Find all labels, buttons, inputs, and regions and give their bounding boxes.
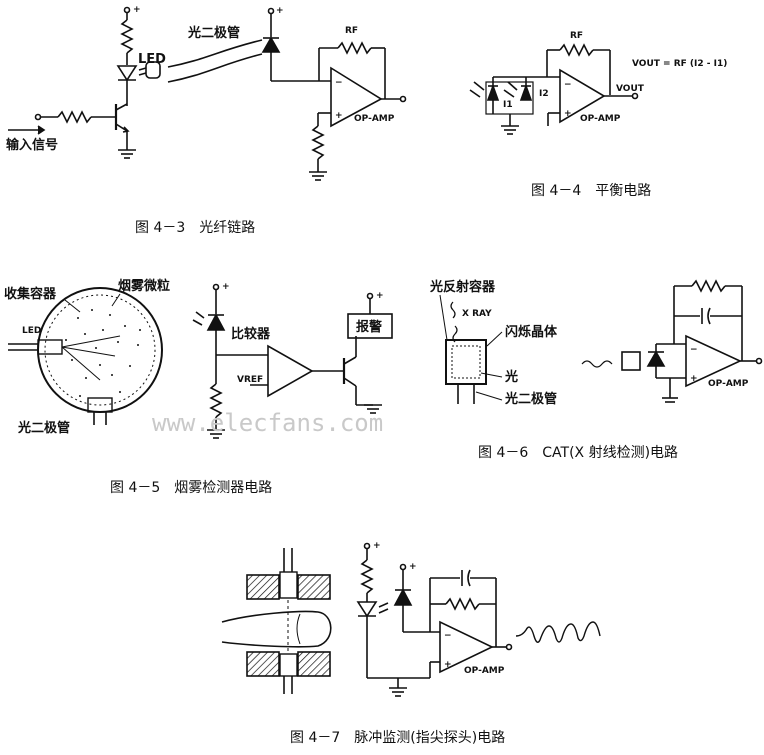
transistor-icon [114,103,130,133]
rf-label: RF [345,26,358,36]
opamp-icon [559,68,606,124]
photodiode-label: 光二极管 [17,420,70,436]
fingertip [221,610,332,648]
capacitor-icon [461,569,471,587]
ground-icon [118,149,136,159]
collection-chamber [37,287,163,413]
resistor-icon [311,125,325,160]
plus-sign: + [133,5,141,15]
fig-4-7-caption: 图 4－7 脉冲监测(指尖探头)电路 [290,730,505,746]
led-label: LED [138,52,166,67]
photodiode-label: 光二极管 [187,25,240,41]
resistor-icon [360,559,374,594]
resistor-icon [337,41,372,55]
plus-sign: + [276,6,284,16]
light-label: 光 [504,369,518,385]
transistor-icon [342,356,357,387]
opamp-label: OP-AMP [464,666,505,676]
opamp-label: OP-AMP [580,114,621,124]
vout-label: VOUT [616,84,645,94]
opamp-icon [439,620,494,674]
fig-4-4-caption: 图 4－4 平衡电路 [531,183,651,199]
reflector-label: 光反射容器 [429,279,496,295]
photodiode-icon [192,311,226,331]
photodiode-icon [503,81,533,101]
i2-label: I2 [539,89,549,99]
fig-4-3-caption: 图 4－3 光纤链路 [135,220,255,236]
i1-label: I1 [503,100,513,110]
plus-sign: + [373,541,381,551]
ground-icon [662,397,678,403]
led-icon [356,601,389,618]
ground-icon [389,687,407,697]
fig-4-5-caption: 图 4－5 烟雾检测器电路 [110,480,272,496]
opamp-icon [330,66,383,128]
watermark: www.elecfans.com [152,409,383,437]
minus-sign: − [690,345,698,355]
scintillator-box [445,339,487,385]
resistor-icon [57,110,92,124]
ground-icon [501,125,519,135]
minus-sign: − [335,78,343,88]
comparator-label: 比较器 [231,326,271,342]
container-label: 收集容器 [4,286,57,302]
plus-sign: + [409,562,417,572]
rf-label: RF [570,31,583,41]
fig-4-7-pulse-monitor: + + − + [221,541,601,697]
resistor-icon [120,19,134,54]
capacitor-icon [701,307,711,325]
plus-sign: + [444,660,452,670]
photodiode-icon [261,36,281,53]
plus-sign: + [690,374,698,384]
resistor-icon [559,43,594,57]
xray-label: X RAY [462,309,492,319]
ground-icon [309,171,327,181]
alarm-label: 报警 [356,319,382,335]
fig-4-6-caption: 图 4－6 CAT(X 射线检测)电路 [478,445,678,461]
vref-label: VREF [237,375,263,385]
vout-formula: VOUT = RF (I2 - I1) [632,59,727,69]
photodiode-label: 光二极管 [504,391,557,407]
smoke-label: 烟雾微粒 [118,278,170,294]
input-signal-label: 输入信号 [6,137,58,153]
led-label: LED [22,326,41,336]
fig-4-3-fiber-link: + LED 输入信号 [6,5,407,181]
minus-sign: − [444,631,452,641]
plus-sign: + [564,109,572,119]
crystal-label: 闪烁晶体 [505,324,558,340]
opamp-icon [685,334,742,388]
ground-icon [207,429,225,439]
fig-4-6-cat-xray: 光反射容器 X RAY 闪烁晶体 光 光二极管 − + [429,279,763,407]
opamp-label: OP-AMP [708,379,749,389]
smoke-particles [65,309,141,397]
photodiode-icon [646,350,666,367]
plus-sign: + [222,282,230,292]
fig-4-4-balanced: I1 I2 RF − + VOUT VOUT = RF (I2 - I1) OP… [469,31,727,135]
plus-sign: + [335,111,343,121]
opamp-label: OP-AMP [354,114,395,124]
led-icon [116,65,147,82]
resistor-icon [209,383,223,418]
opamp-icon [267,344,314,398]
resistor-icon [691,279,726,293]
resistor-icon [445,597,480,611]
minus-sign: − [564,80,572,90]
pulse-waveform [515,621,601,643]
fiber-cable [167,39,263,83]
photodiode-icon [393,588,413,606]
fig-4-5-smoke-detector: 收集容器 烟雾微粒 LED 光二极管 + 比较器 VREF [4,278,393,439]
plus-sign: + [376,291,384,301]
